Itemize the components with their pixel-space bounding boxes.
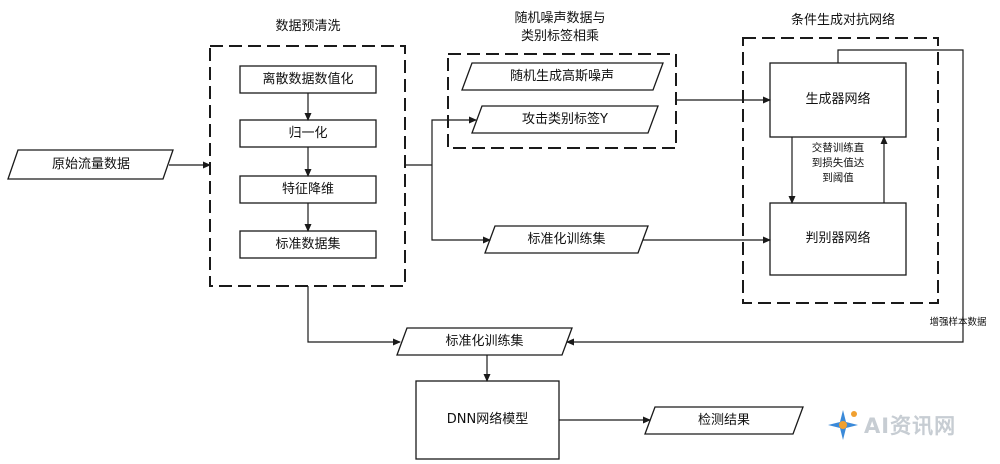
normalize-label: 归一化 <box>288 126 328 141</box>
attack-label-label: 攻击类别标签Y <box>522 112 608 127</box>
feature-reduction-label: 特征降维 <box>281 182 334 197</box>
alternate-training-line2: 到损失值达 <box>811 157 865 169</box>
alternate-training-line3: 到阈值 <box>822 172 854 184</box>
dnn-model-label: DNN网络模型 <box>446 412 529 427</box>
cgan-title: 条件生成对抗网络 <box>790 13 895 28</box>
normalize-box <box>239 119 377 148</box>
arrow-to-train-set-upper <box>431 165 491 244</box>
detection-result-label: 检测结果 <box>697 413 750 428</box>
preprocess-title: 数据预清洗 <box>275 19 341 34</box>
train-set-lower-shape <box>396 327 573 356</box>
generator-label: 生成器网络 <box>805 92 871 107</box>
arrow-augmented-samples <box>566 49 964 346</box>
gaussian-noise-label: 随机生成高斯噪声 <box>509 69 614 84</box>
augmented-samples-label: 增强样本数据 <box>929 317 987 328</box>
noise-title-line1: 随机噪声数据与 <box>514 11 606 26</box>
discretize-label: 离散数据数值化 <box>262 72 354 87</box>
arrow-to-attack-label <box>431 116 477 165</box>
watermark-text: AI资讯网 <box>864 414 957 438</box>
sparkle-logo-icon <box>826 408 860 442</box>
standard-dataset-label: 标准数据集 <box>275 237 341 252</box>
detection-result-shape <box>644 406 804 435</box>
raw-traffic-shape <box>7 149 174 180</box>
discretize-box <box>239 65 377 94</box>
train-set-upper-label: 标准化训练集 <box>527 232 606 247</box>
discriminator-box <box>769 202 907 276</box>
attack-label-shape <box>471 105 659 134</box>
discriminator-label: 判别器网络 <box>805 231 871 246</box>
train-set-lower-label: 标准化训练集 <box>445 334 524 349</box>
standard-dataset-box <box>239 230 377 259</box>
cgan-group <box>742 37 939 304</box>
noise-group <box>447 53 677 149</box>
watermark-logo: AI资讯网 <box>826 406 986 444</box>
alternate-training-line1: 交替训练直 <box>811 142 865 154</box>
generator-box <box>769 62 907 138</box>
noise-title-line2: 类别标签相乘 <box>520 29 599 44</box>
raw-traffic-label: 原始流量数据 <box>51 157 130 172</box>
train-set-upper-shape <box>484 225 649 254</box>
arrow-dataset-to-train-set-lower <box>307 286 401 346</box>
gaussian-noise-shape <box>461 62 664 91</box>
